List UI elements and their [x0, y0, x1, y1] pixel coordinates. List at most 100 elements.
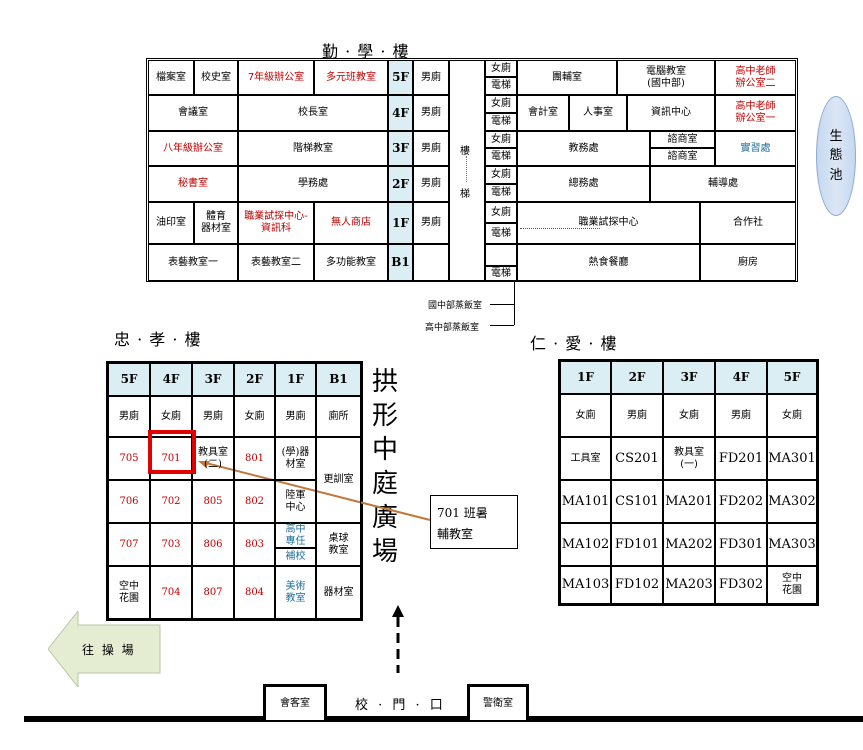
- teacher-office-1: 高中老師 辦公室一: [715, 95, 796, 131]
- ra-toilet-1: 男廁: [611, 394, 663, 437]
- guard-room: 警衛室: [467, 684, 529, 720]
- junior-steamer-room: 國中部蒸飯室: [428, 301, 483, 311]
- zx-r2-0: 706: [108, 480, 150, 523]
- mens-room-3f: 男廁: [413, 131, 449, 166]
- zx-toilet-0: 男廁: [108, 396, 150, 437]
- qinxue-title: 勤 · 學 · 樓: [322, 42, 410, 61]
- zx-r4-2: 807: [192, 566, 234, 619]
- unmanned-store: 無人商店: [314, 202, 388, 244]
- plaza-label: 拱形中庭廣場: [371, 367, 398, 567]
- ra-r4-4: 空中 花園: [767, 566, 817, 604]
- zx-r4-1: 704: [150, 566, 192, 619]
- zx-header-0: 5F: [108, 363, 150, 396]
- rack-line-vertical: [514, 281, 515, 325]
- zx-r2-1: 702: [150, 480, 192, 523]
- ra-r2-2: MA201: [663, 480, 715, 523]
- teacher-office-2: 高中老師 辦公室二: [715, 60, 796, 95]
- secretary-office: 秘書室: [148, 166, 238, 202]
- zx-r4-4: 美術 教室: [275, 566, 316, 619]
- stairs-label-2: 梯: [460, 189, 470, 200]
- cafeteria: 熱食餐廳: [517, 244, 700, 281]
- ra-toilet-3: 男廁: [715, 394, 767, 437]
- academic-affairs: 教務處: [517, 131, 650, 166]
- mens-room-2f: 男廁: [413, 166, 449, 202]
- floor-2f: 2F: [388, 166, 413, 202]
- zx-toilet-5: 廁所: [316, 396, 361, 437]
- playground-arrow: [48, 611, 161, 687]
- zx-header-5: B1: [316, 363, 361, 396]
- zx-r3-0: 707: [108, 523, 150, 566]
- ra-r4-0: MA103: [560, 566, 611, 604]
- floor-1f: 1F: [388, 202, 413, 244]
- zx-toilet-3: 女廁: [234, 396, 275, 437]
- ra-r2-1: CS101: [611, 480, 663, 523]
- mens-room-4f: 男廁: [413, 95, 449, 131]
- diverse-classroom: 多元班教室: [314, 60, 388, 95]
- womens-room-3f: 女廁: [485, 131, 517, 148]
- ra-r1-3: FD201: [715, 437, 767, 480]
- performing-art-room-2: 表藝教室二: [238, 244, 314, 281]
- zx-r2-4: 陸軍 中心: [275, 480, 316, 523]
- zx-r1-5: 更訓室: [316, 437, 361, 523]
- floor-4f: 4F: [388, 95, 413, 131]
- staircase: [449, 60, 485, 281]
- zx-r3-5: 補校: [275, 548, 316, 566]
- consult-room-2: 諮商室: [650, 148, 715, 166]
- zhongxiao-building: [106, 361, 363, 621]
- ra-r2-0: MA101: [560, 480, 611, 523]
- guidance-office: 輔導處: [650, 166, 796, 202]
- zx-header-1: 4F: [150, 363, 192, 396]
- zhongxiao-title: 忠 · 孝 · 樓: [114, 330, 202, 349]
- ra-toilet-4: 女廁: [767, 394, 817, 437]
- dotted-connector: [520, 228, 600, 229]
- gate-arrow: [392, 605, 404, 673]
- zx-r1-4: (學)器 材室: [275, 437, 316, 480]
- mens-room-5f: 男廁: [413, 60, 449, 95]
- stairs-divider: [466, 156, 467, 182]
- callout-label: 701 班暑 輔教室: [437, 506, 488, 541]
- zx-r3-6: 桌球 教室: [316, 523, 361, 566]
- qinxue-building: [146, 58, 798, 282]
- sports-equipment-room: 體育 器材室: [194, 202, 238, 244]
- zx-toilet-2: 男廁: [192, 396, 234, 437]
- info-center: 資訊中心: [627, 95, 715, 131]
- reception-room-label: 會客室: [280, 697, 310, 709]
- zx-header-3: 2F: [234, 363, 275, 396]
- womens-room-2f: 女廁: [485, 166, 517, 184]
- ra-r1-1: CS201: [611, 437, 663, 480]
- guard-room-label: 警衛室: [483, 697, 513, 709]
- zx-r4-3: 804: [234, 566, 275, 619]
- floor-b1: B1: [388, 244, 413, 281]
- performing-art-room-1: 表藝教室一: [148, 244, 238, 281]
- blank-b1-upper: [485, 244, 517, 266]
- student-affairs: 學務處: [238, 166, 388, 202]
- gate-wall: [24, 716, 863, 722]
- mens-room-1f: 男廁: [413, 202, 449, 244]
- ra-r3-0: MA102: [560, 523, 611, 566]
- gate-arrow-head: [392, 605, 404, 617]
- ra-r1-2: 教具室 (一): [663, 437, 715, 480]
- ra-r3-2: MA202: [663, 523, 715, 566]
- ra-r1-0: 工具室: [560, 437, 611, 480]
- gate-label: 校 · 門 · 口: [355, 698, 446, 713]
- ra-r4-3: FD302: [715, 566, 767, 604]
- principal-office: 校長室: [238, 95, 388, 131]
- ra-toilet-2: 女廁: [663, 394, 715, 437]
- career-it-center: 職業試探中心- 資訊科: [238, 202, 314, 244]
- consult-room-1: 諮商室: [650, 131, 715, 148]
- kitchen: 廚房: [700, 244, 796, 281]
- personnel-office: 人事室: [569, 95, 627, 131]
- ra-r4-1: FD102: [611, 566, 663, 604]
- ra-header-4: 5F: [767, 361, 817, 394]
- callout-arrow-head: [198, 461, 210, 468]
- ecology-pond-label: 生 態 池: [829, 128, 843, 183]
- ra-header-0: 1F: [560, 361, 611, 394]
- zx-r3-1: 703: [150, 523, 192, 566]
- floor-3f: 3F: [388, 131, 413, 166]
- zx-r3-4: 高中 專任: [275, 523, 316, 548]
- renai-building: [558, 359, 819, 606]
- stairs-label-1: 樓: [460, 146, 470, 157]
- ra-r2-3: FD202: [715, 480, 767, 523]
- zx-r4-5: 器材室: [316, 566, 361, 619]
- computer-classroom: 電腦教室 (國中部): [617, 60, 715, 95]
